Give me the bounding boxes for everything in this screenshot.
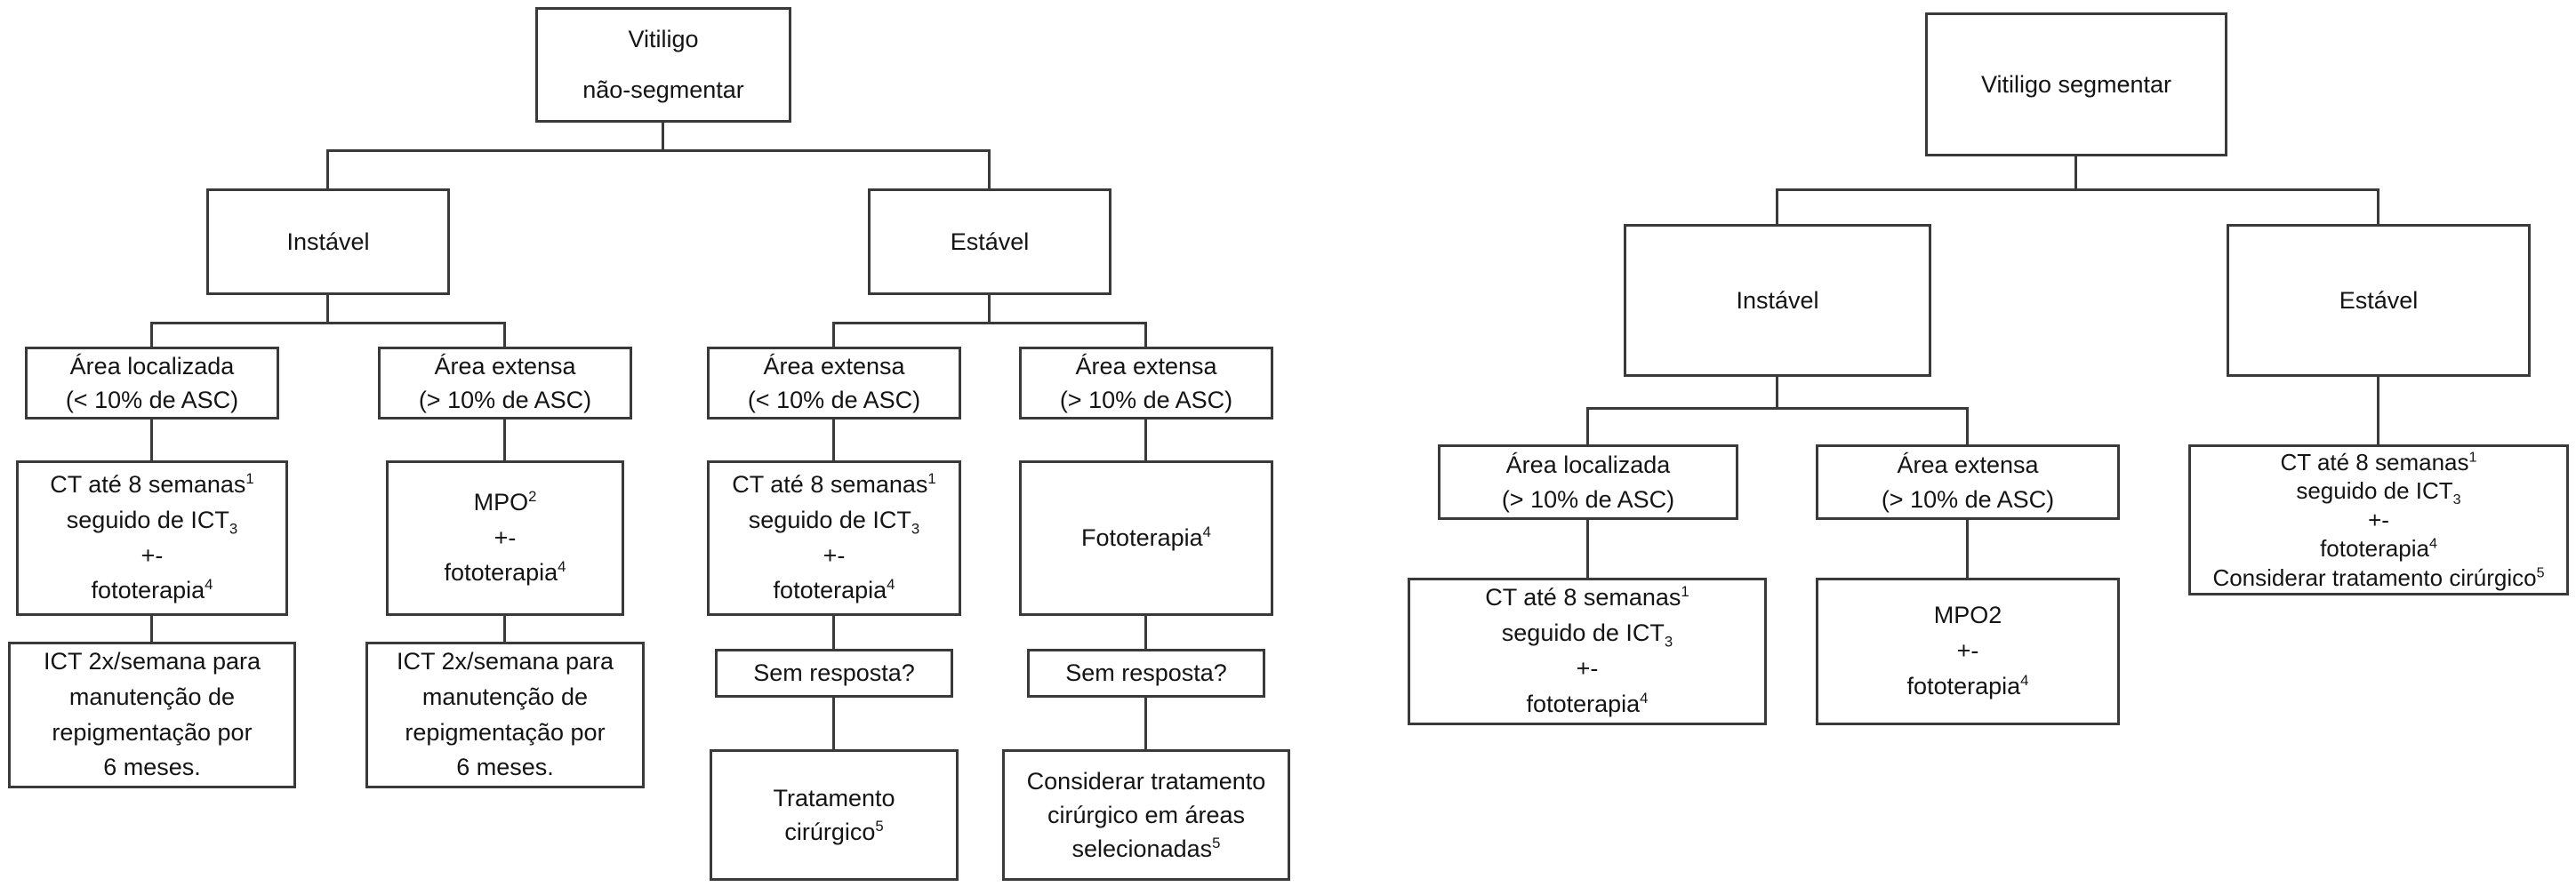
connector-line — [988, 295, 991, 324]
connector-line — [834, 322, 1146, 324]
node-ns-sem-resposta-2: Sem resposta? — [1027, 649, 1265, 698]
connector-line — [1144, 420, 1147, 460]
connector-line — [150, 420, 153, 460]
connector-line — [2377, 377, 2379, 444]
connector-line — [328, 149, 990, 152]
connector-line — [1586, 520, 1589, 578]
connector-line — [1586, 407, 1589, 444]
connector-line — [503, 420, 506, 460]
connector-line — [1144, 698, 1147, 749]
connector-line — [2377, 188, 2379, 224]
connector-line — [1776, 377, 1778, 409]
node-s-area-localizada-maior10: Área localizada(> 10% de ASC) — [1438, 444, 1738, 520]
node-s-estavel: Estável — [2227, 224, 2531, 377]
connector-line — [832, 616, 835, 649]
connector-line — [1966, 407, 1969, 444]
node-s-area-extensa-maior10: Área extensa(> 10% de ASC) — [1816, 444, 2120, 520]
node-ns-area-localizada-menor10: Área localizada(< 10% de ASC) — [25, 347, 279, 420]
connector-line — [832, 698, 835, 749]
connector-line — [1966, 520, 1969, 578]
node-s-instavel: Instável — [1624, 224, 1931, 377]
connector-line — [150, 322, 153, 347]
node-ns-area-extensa-menor10: Área extensa(< 10% de ASC) — [707, 347, 961, 420]
node-ns-mpo-fototerapia: MPO2+-fototerapia4 — [386, 460, 624, 616]
connector-line — [1144, 322, 1147, 347]
connector-line — [1776, 188, 1778, 224]
connector-line — [1144, 616, 1147, 649]
node-ns-instavel: Instável — [206, 188, 450, 295]
node-ns-area-extensa-maior10: Área extensa(> 10% de ASC) — [378, 347, 632, 420]
node-s-mpo2-fototerapia: MPO2+-fototerapia4 — [1816, 578, 2120, 725]
connector-line — [326, 149, 329, 188]
connector-line — [832, 420, 835, 460]
connector-line — [832, 322, 835, 347]
node-ns-estavel: Estável — [868, 188, 1111, 295]
connector-line — [1778, 188, 2379, 191]
node-ns-sem-resposta-1: Sem resposta? — [715, 649, 953, 698]
connector-line — [503, 616, 506, 642]
connector-line — [503, 322, 506, 347]
connector-line — [2074, 156, 2077, 190]
connector-line — [662, 123, 664, 151]
connector-line — [150, 616, 153, 642]
connector-line — [1588, 407, 1968, 410]
node-vitiligo-segmentar: Vitiligo segmentar — [1925, 12, 2227, 156]
node-ns-fototerapia: Fototerapia4 — [1019, 460, 1273, 616]
connector-line — [326, 295, 329, 324]
node-ns-area-extensa-maior10-estavel: Área extensa(> 10% de ASC) — [1019, 347, 1273, 420]
connector-line — [988, 149, 991, 188]
connector-line — [152, 322, 505, 324]
